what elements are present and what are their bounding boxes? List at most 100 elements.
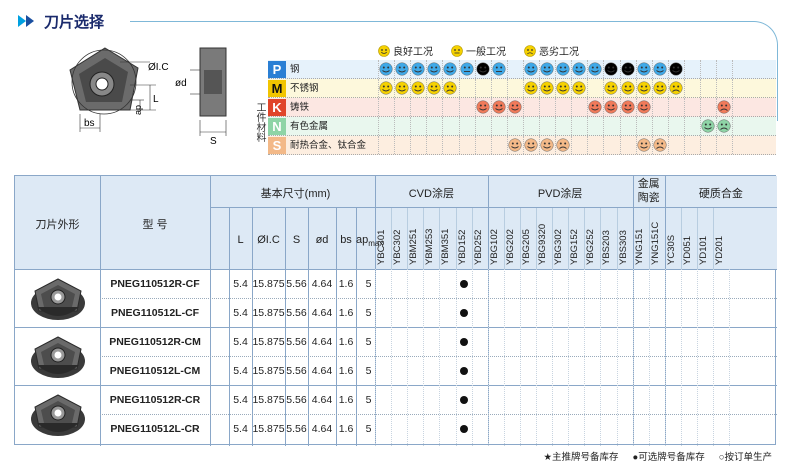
grade-header: YNG151 bbox=[633, 228, 645, 265]
grade-col-divider bbox=[423, 207, 425, 269]
dim-cell-bs: 1.6 bbox=[338, 423, 354, 435]
dim-cell-bs: 1.6 bbox=[338, 394, 354, 406]
dim-cell-l: 5.4 bbox=[233, 278, 248, 290]
smile-good-icon bbox=[411, 62, 425, 76]
smile-neutral-icon bbox=[459, 62, 474, 76]
grade-header: YD051 bbox=[681, 235, 693, 265]
stock-dot bbox=[459, 367, 468, 375]
grade-col-guide bbox=[552, 269, 554, 446]
smile-bad-icon bbox=[717, 100, 731, 114]
grade-header: YBG102 bbox=[488, 229, 500, 265]
material-code-badge: M bbox=[268, 80, 286, 97]
smile-good-icon bbox=[572, 81, 586, 95]
dim-cell-d: 4.64 bbox=[311, 307, 333, 319]
grade-col-guide bbox=[713, 269, 715, 446]
grade-header: YBG302 bbox=[553, 229, 565, 265]
grade-col-guide bbox=[471, 269, 473, 446]
dim-cell-s: 5.56 bbox=[286, 307, 307, 319]
grade-col-guide bbox=[423, 269, 425, 446]
grade-col-guide bbox=[697, 269, 698, 446]
smile-bad-icon bbox=[556, 138, 570, 152]
material-code-badge: P bbox=[268, 61, 286, 78]
grade-header: YBG9320 bbox=[537, 223, 548, 265]
grade-header: YD101 bbox=[698, 235, 709, 265]
model-cell: PNEG110512L-CF bbox=[110, 307, 200, 319]
smile-good-icon bbox=[540, 81, 554, 95]
dim-cell-l: 5.4 bbox=[233, 365, 248, 377]
dim-col-label: L bbox=[237, 234, 244, 246]
grade-header: YBD152 bbox=[456, 229, 468, 265]
insert-thumbnail bbox=[27, 331, 89, 386]
stock-legend: ★主推牌号备库存 ●可选牌号备库存 ○按订单生产 bbox=[543, 449, 772, 463]
grade-col-divider bbox=[407, 207, 409, 269]
smile-bad-icon bbox=[669, 81, 683, 95]
smile-good-icon bbox=[524, 62, 538, 76]
smile-good-icon bbox=[637, 100, 651, 114]
smile-neutral-icon bbox=[451, 44, 463, 57]
smile-good-icon bbox=[653, 62, 667, 76]
model-cell: PNEG110512L-CM bbox=[109, 365, 201, 377]
smile-good-icon bbox=[556, 81, 570, 95]
stock-dot bbox=[459, 309, 468, 317]
grade-col-divider bbox=[455, 207, 457, 269]
grade-col-divider bbox=[471, 207, 473, 269]
grade-col-divider bbox=[439, 207, 441, 269]
grade-header: YBG202 bbox=[504, 229, 516, 265]
dim-col-header: bs bbox=[336, 234, 356, 246]
smile-good-icon bbox=[540, 138, 554, 152]
insert-top-view bbox=[69, 47, 156, 132]
insert-thumbnail bbox=[27, 389, 89, 444]
material-name: 耐热合金、钛合金 bbox=[286, 136, 378, 154]
dim-cell-l: 5.4 bbox=[233, 394, 248, 406]
smile-good-icon bbox=[620, 100, 635, 114]
section-title: 刀片选择 bbox=[44, 13, 105, 31]
dim-cell-ic: 15.875 bbox=[252, 278, 285, 290]
smile-good-icon bbox=[379, 62, 393, 76]
material-rating-cells bbox=[378, 98, 776, 116]
model-cell: PNEG110512L-CR bbox=[110, 423, 200, 435]
grade-col-divider bbox=[391, 207, 393, 269]
model-cell: PNEG110512R-CR bbox=[109, 394, 201, 406]
dim-col-header: apmax bbox=[356, 234, 383, 248]
dim-col-header: ØI.C bbox=[252, 234, 285, 246]
grade-col-guide bbox=[664, 269, 666, 446]
grade-header: YBM351 bbox=[440, 228, 452, 265]
made-to-order-note: ○按订单生产 bbox=[718, 452, 772, 463]
smile-good-icon bbox=[411, 81, 425, 95]
grade-col-divider bbox=[519, 207, 521, 269]
table-header-bg bbox=[15, 176, 777, 269]
row-group-divider bbox=[15, 385, 777, 386]
smile-good-icon bbox=[620, 81, 635, 95]
grade-col-guide bbox=[519, 269, 521, 446]
stock-dot bbox=[459, 396, 468, 404]
smile-good-icon bbox=[395, 62, 409, 76]
grade-col-guide bbox=[536, 269, 537, 446]
smile-good-icon bbox=[524, 138, 538, 152]
row-divider bbox=[100, 414, 777, 415]
grade-header: YNG151C bbox=[649, 221, 661, 265]
grade-col-guide bbox=[729, 269, 731, 446]
grade-col-divider bbox=[503, 207, 505, 269]
smile-good-icon bbox=[588, 62, 602, 76]
column-divider bbox=[336, 207, 337, 446]
dim-col-header: L bbox=[229, 234, 252, 246]
smile-bad-icon bbox=[604, 62, 618, 76]
grade-col-guide bbox=[680, 269, 682, 446]
smile-neutral-icon bbox=[492, 62, 506, 76]
stock-dot bbox=[459, 425, 468, 433]
grade-col-guide bbox=[584, 269, 586, 446]
s-label: S bbox=[210, 136, 217, 147]
material-code-badge: S bbox=[268, 137, 286, 154]
smile-good-icon bbox=[524, 81, 538, 95]
smile-good-icon bbox=[378, 44, 390, 57]
grade-header: YBG205 bbox=[520, 229, 532, 265]
grade-col-guide bbox=[616, 269, 618, 446]
header-model: 型 号 bbox=[142, 218, 168, 231]
dim-col-header: ød bbox=[308, 234, 336, 246]
dim-cell-s: 5.56 bbox=[286, 278, 307, 290]
dim-cell-d: 4.64 bbox=[311, 278, 333, 290]
dim-cell-bs: 1.6 bbox=[338, 278, 354, 290]
dim-cell-ic: 15.875 bbox=[252, 394, 285, 406]
